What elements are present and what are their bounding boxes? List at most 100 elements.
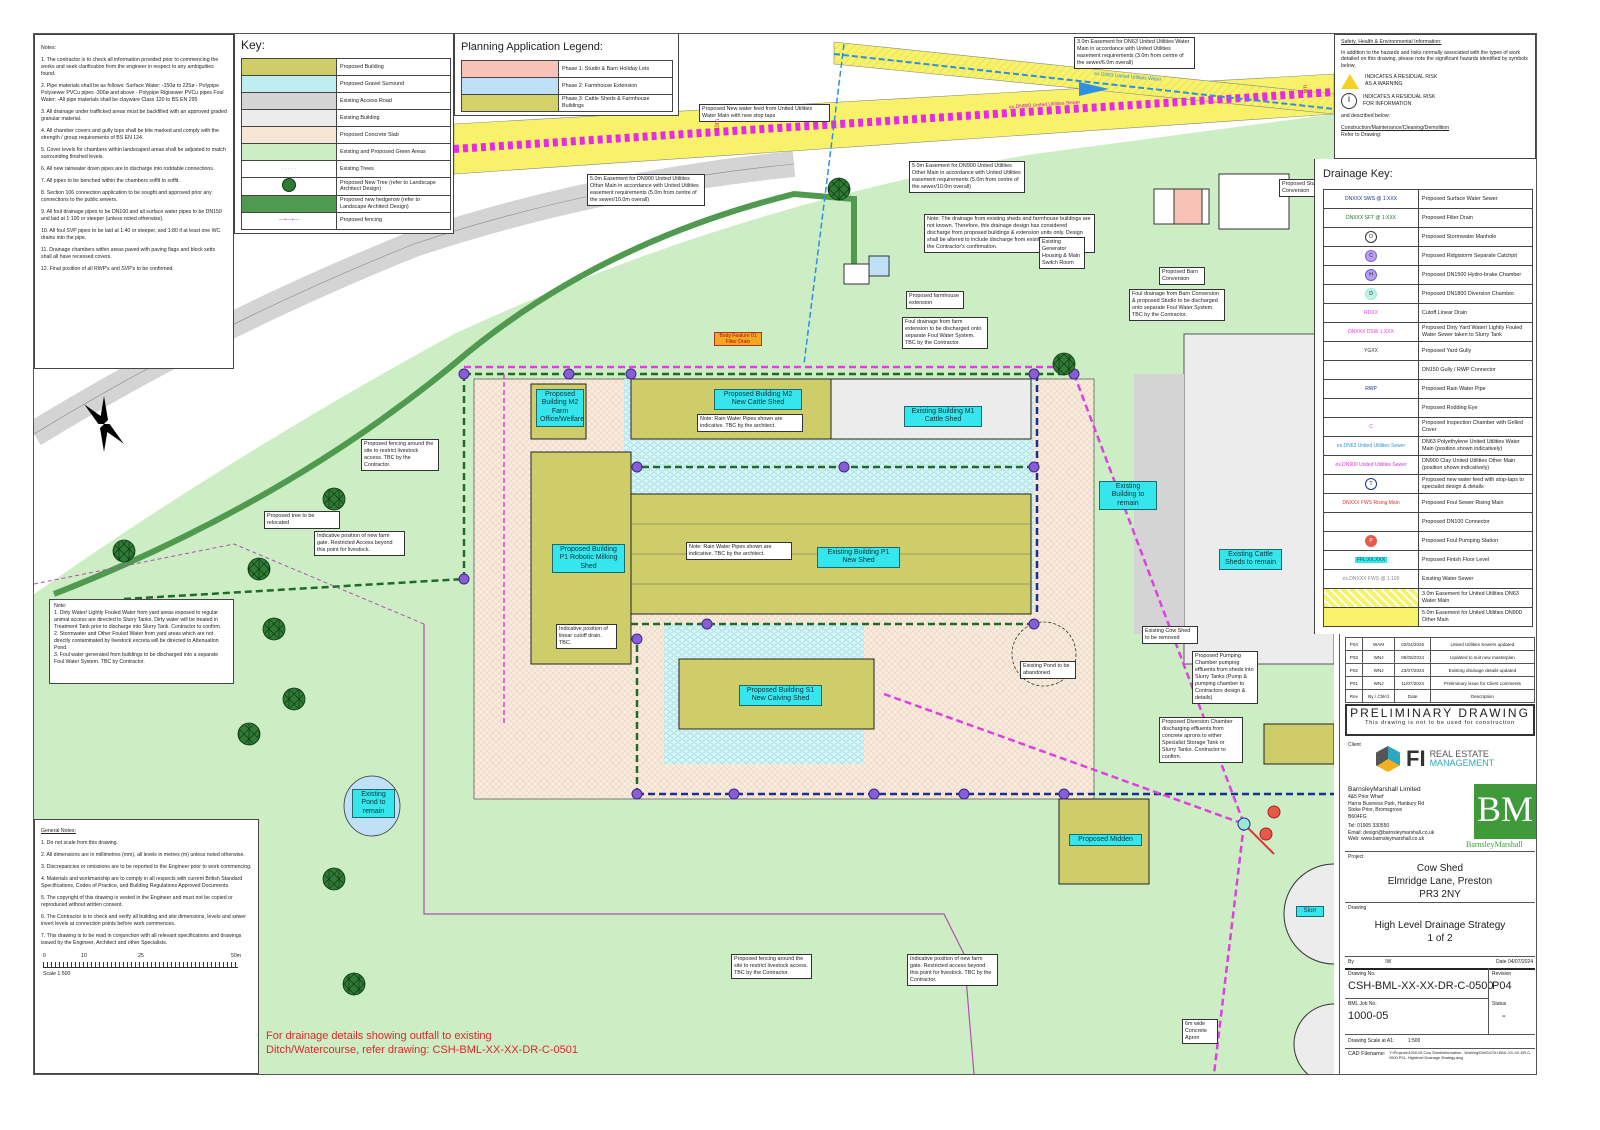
- company-address: B604FG: [1348, 813, 1367, 820]
- revision-cell: WNJ: [1361, 676, 1396, 690]
- scale-bar: 0 10 25 50m Scale 1:500: [41, 953, 252, 983]
- callout-apron: 6m wide Concrete Apron: [1182, 1019, 1218, 1045]
- revision-cell: Existing drainage details updated: [1429, 663, 1536, 677]
- key-row: Existing Access Road: [241, 92, 451, 110]
- drainage-key-label: Cutoff Linear Drain: [1418, 303, 1533, 323]
- company-web[interactable]: www.barnsleymarshall.co.uk: [1360, 836, 1425, 843]
- key-row: Existing and Proposed Green Areas: [241, 143, 451, 161]
- yard-note-item: 3. Foul water generated from buildings t…: [54, 652, 219, 666]
- client-label: Client: [1348, 742, 1361, 748]
- revision-cell: Updated to suit new masterplan: [1429, 650, 1536, 664]
- drainage-key-label: Proposed Surface Water Sewer: [1418, 189, 1533, 209]
- drawing-sheet: Notes: 1. The contractor is to check all…: [33, 33, 1537, 1075]
- key-label: Existing Trees: [336, 160, 451, 178]
- cattle-remain-label: Existing Cattle Sheds to remain: [1219, 549, 1282, 570]
- drainage-key-label: Proposed Rain Water Pipe: [1418, 379, 1533, 399]
- safety-refer: Refer to Drawing:: [1341, 131, 1382, 138]
- building-p1-milking-label: Proposed Building P1 Robotic Milking She…: [552, 544, 625, 574]
- revision-cell: 23/07/2024: [1394, 663, 1431, 677]
- drainage-symbol: DNXXX FWS Rising Main: [1342, 499, 1400, 506]
- revision-header-cell: Description: [1429, 689, 1536, 703]
- callout-barn: Proposed Barn Conversion: [1159, 267, 1205, 286]
- company-block: BarnsleyMarshall Limited 4&5 Prior Wharf…: [1348, 786, 1458, 843]
- key-label: Proposed fencing: [336, 211, 451, 230]
- north-arrow-icon: [84, 396, 124, 452]
- legend-row: Phase 1: Studio & Barn Holiday Lets: [461, 60, 673, 78]
- rising-main: [1243, 823, 1275, 855]
- info-icon: i: [1341, 92, 1357, 109]
- general-note: 2. All dimensions are in millimetres (mm…: [41, 852, 245, 859]
- date-label: Date: [1496, 959, 1507, 965]
- proposed-fencing: [423, 624, 975, 1074]
- project-block: Cow Shed Elmridge Lane, Preston PR3 2NY: [1345, 862, 1535, 901]
- key-row: Proposed Concrete Slab: [241, 126, 451, 144]
- scale-tick: 50m: [231, 953, 242, 960]
- key-title: Key:: [241, 38, 266, 52]
- legend-label: Phase 3: Cattle Sheds & Farmhouse Buildi…: [558, 94, 673, 112]
- callout-studio: Proposed Studio Conversion: [1279, 179, 1325, 198]
- drainage-key-label: DN63 Polyethylene United Utilities Water…: [1418, 436, 1533, 456]
- note-item: 4. All chamber covers and gully tops sha…: [41, 128, 219, 142]
- by-label: By: [1348, 959, 1354, 965]
- revision-cell: 08/08/2024: [1394, 650, 1431, 664]
- drainage-key-row: Proposed DN100 Connector: [1323, 512, 1533, 532]
- drainage-key-label: Proposed Ridgistorm Separate Catchpit: [1418, 246, 1533, 266]
- callout-fencing-bottom: Proposed fencing around the site to rest…: [731, 954, 812, 980]
- drainage-symbol: C: [1365, 250, 1377, 262]
- callout-easement-dn900-right: 5.0m Easement for DN900 United Utilities…: [909, 161, 1025, 194]
- easement-6m-dim: 6m: [1303, 84, 1310, 94]
- building-m2-office-label: Proposed Building M2 Farm Office/Welfare: [536, 389, 584, 427]
- revision-header-cell: Date: [1394, 689, 1431, 703]
- callout-tree-relocate: Proposed tree to be relocated: [264, 511, 340, 530]
- scale-tick: 0: [43, 953, 46, 960]
- scale-label-tb: Drawing Scale at A1:: [1348, 1038, 1395, 1044]
- company-tel: 01905 330550: [1357, 823, 1390, 830]
- tel-label: Tel:: [1348, 823, 1356, 830]
- drainage-symbol: T: [1365, 478, 1377, 490]
- legend-label: Phase 2: Farmhouse Extension: [558, 77, 673, 95]
- general-notes-title: General Notes:: [41, 828, 76, 834]
- note-item: 11. Drainage chambers within areas paved…: [41, 247, 216, 261]
- drainage-key-label: Proposed Filter Drain: [1418, 208, 1533, 228]
- callout-pumping: Proposed Pumping Chamber pumping effluen…: [1192, 651, 1258, 705]
- hexagon-logo-icon: [1376, 746, 1400, 772]
- preliminary-stamp: PRELIMINARY DRAWING This drawing is not …: [1345, 704, 1535, 736]
- drawing-number-label: Drawing No.: [1348, 971, 1376, 977]
- revision-cell: WNJ: [1361, 663, 1396, 677]
- job-number: 1000-05: [1348, 1010, 1389, 1022]
- project-label: Project: [1348, 854, 1364, 860]
- key-label: Existing Building: [336, 109, 451, 127]
- yard-note: Note: 1. Dirty Water/ Lightly Fouled Wat…: [49, 599, 234, 684]
- drainage-symbol: FFL:XX.XXX: [1354, 556, 1388, 563]
- callout-easement-dn63: 3.0m Easement for DN63 United Utilities …: [1074, 37, 1195, 70]
- project-line2: Elmridge Lane, Preston: [1387, 876, 1493, 887]
- notes-panel: Notes: 1. The contractor is to check all…: [34, 34, 234, 369]
- key-label: Existing Access Road: [336, 92, 451, 110]
- drainage-key-row: Proposed Rodding Eye: [1323, 398, 1533, 418]
- drainage-key-label: 5.0m Easement for United Utilities DN900…: [1418, 607, 1533, 627]
- callout-gate-2: Indicative position of new farm gate. Re…: [907, 954, 998, 987]
- drainage-key-label: 3.0m Easement for United Utilities DN63 …: [1418, 588, 1533, 608]
- callout-water-feed: Proposed New water feed from United Util…: [699, 104, 830, 123]
- notes-title: Notes:: [41, 45, 56, 51]
- callout-barn-foul: Foul drainage from Barn Conversion & pro…: [1129, 289, 1225, 322]
- key-label: Proposed Gravel Surround: [336, 75, 451, 93]
- building-s1-label: Proposed Building S1 New Calving Shed: [739, 685, 822, 706]
- company-email[interactable]: design@barnsleymarshall.co.uk: [1363, 829, 1435, 836]
- studio-phase1: [1173, 188, 1203, 225]
- drainage-symbol: D: [1365, 288, 1377, 300]
- drainage-symbol: P: [1365, 535, 1377, 547]
- drainage-symbol: C: [1369, 423, 1373, 430]
- barn-building: [1218, 173, 1290, 230]
- tree-icon: [282, 178, 296, 192]
- callout-rwp-note-2: Note: Rain Water Pipes shown are indicat…: [686, 542, 792, 561]
- scale-tick: 10: [81, 953, 87, 960]
- key-row: Proposed New Tree (refer to Landscape Ar…: [241, 177, 451, 196]
- key-panel: Key: Proposed Building Proposed Gravel S…: [234, 34, 454, 234]
